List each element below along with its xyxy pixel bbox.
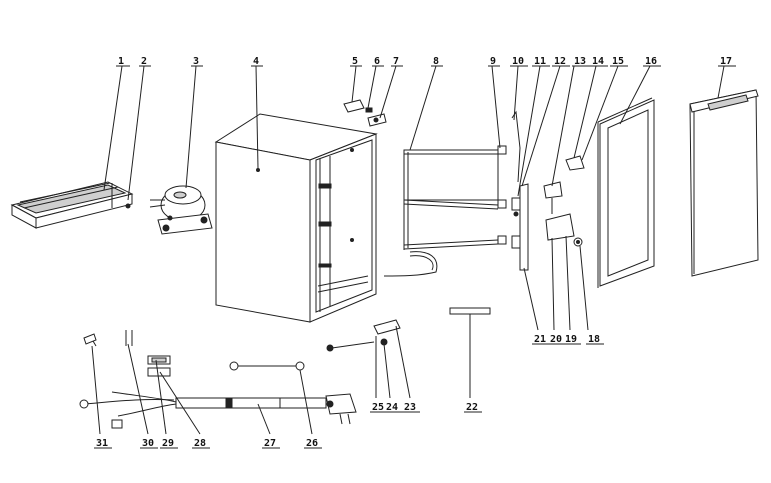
callout-26: 26 [306, 438, 318, 449]
callout-31: 31 [96, 438, 108, 449]
base-rail-assembly [10, 181, 134, 229]
callout-12: 12 [554, 56, 566, 67]
callout-30: 30 [142, 438, 154, 449]
callout-16: 16 [645, 56, 657, 67]
callout-5: 5 [352, 56, 358, 67]
callout-18: 18 [588, 334, 600, 345]
wiring-harness [79, 330, 357, 429]
callout-25: 25 [372, 402, 384, 413]
callout-6: 6 [374, 56, 380, 67]
door-side-hardware [497, 110, 529, 271]
callout-13: 13 [574, 56, 586, 67]
callout-10: 10 [512, 56, 524, 67]
callout-27: 27 [264, 438, 276, 449]
top-hinge-parts [343, 99, 387, 127]
callout-4: 4 [253, 56, 259, 67]
leveling-rod [449, 307, 491, 398]
callout-3: 3 [193, 56, 199, 67]
compressor [149, 185, 213, 235]
wire-shelves [383, 149, 499, 277]
callout-14: 14 [592, 56, 604, 67]
callout-20: 20 [550, 334, 562, 345]
callout-23: 23 [404, 402, 416, 413]
callout-15: 15 [612, 56, 624, 67]
outer-door [689, 89, 759, 277]
callout-21: 21 [534, 334, 546, 345]
door-gasket [597, 97, 655, 288]
callout-17: 17 [720, 56, 732, 67]
callout-29: 29 [162, 438, 174, 449]
callout-7: 7 [393, 56, 399, 67]
callout-2: 2 [141, 56, 147, 67]
cabinet [214, 113, 378, 323]
callout-22: 22 [466, 402, 478, 413]
callout-28: 28 [194, 438, 206, 449]
callout-24: 24 [386, 402, 398, 413]
callout-19: 19 [565, 334, 577, 345]
cabinet-shelf-clips [318, 183, 332, 268]
callout-9: 9 [490, 56, 496, 67]
callout-8: 8 [433, 56, 439, 67]
callout-11: 11 [534, 56, 546, 67]
handle-and-latch-parts [543, 155, 585, 247]
thermostat-parts [326, 319, 401, 398]
callout-1: 1 [118, 56, 124, 67]
callout-underlines [94, 65, 736, 449]
callout-labels: 1 2 3 4 5 6 7 8 9 10 11 12 13 14 15 16 1… [96, 56, 732, 449]
leader-lines [91, 65, 725, 435]
